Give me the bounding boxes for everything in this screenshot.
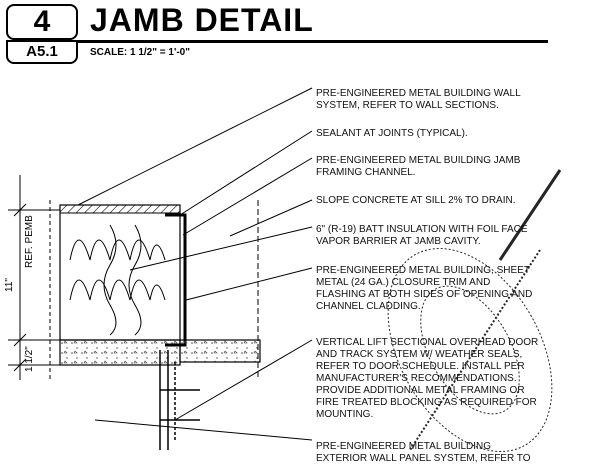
note-sealant: SEALANT AT JOINTS (TYPICAL). xyxy=(316,128,468,139)
note-slope: SLOPE CONCRETE AT SILL 2% TO DRAIN. xyxy=(316,195,516,206)
wall-section xyxy=(59,200,261,450)
note-insulation: 6" (R-19) BATT INSULATION WITH FOIL FACE… xyxy=(316,224,528,247)
note-overhead-door: VERTICAL LIFT SECTIONAL OVERHEAD DOOR AN… xyxy=(316,337,539,420)
title-rule xyxy=(78,40,548,43)
overall-dimension: 11" xyxy=(4,278,15,292)
note-exterior-panel: PRE-ENGINEERED METAL BUILDING EXTERIOR W… xyxy=(316,441,531,464)
dimension-lines xyxy=(8,175,60,380)
leader-lines xyxy=(77,87,313,441)
batt-insulation xyxy=(69,239,166,261)
note-jamb-channel: PRE-ENGINEERED METAL BUILDING JAMB FRAMI… xyxy=(316,155,521,178)
detail-number: 4 xyxy=(6,4,78,40)
note-closure-trim: PRE-ENGINEERED METAL BUILDING, SHEET MET… xyxy=(316,265,533,312)
ref-pemb-dimension: REF. PEMB xyxy=(24,215,35,268)
watermark-stamp xyxy=(387,169,562,452)
note-wall-system: PRE-ENGINEERED METAL BUILDING WALL SYSTE… xyxy=(316,88,521,111)
detail-title: JAMB DETAIL xyxy=(90,2,314,38)
sheet-reference: A5.1 xyxy=(6,40,78,64)
sill-dimension: 1 1/2" xyxy=(24,346,35,372)
scale-label: SCALE: 1 1/2" = 1'-0" xyxy=(90,47,190,58)
